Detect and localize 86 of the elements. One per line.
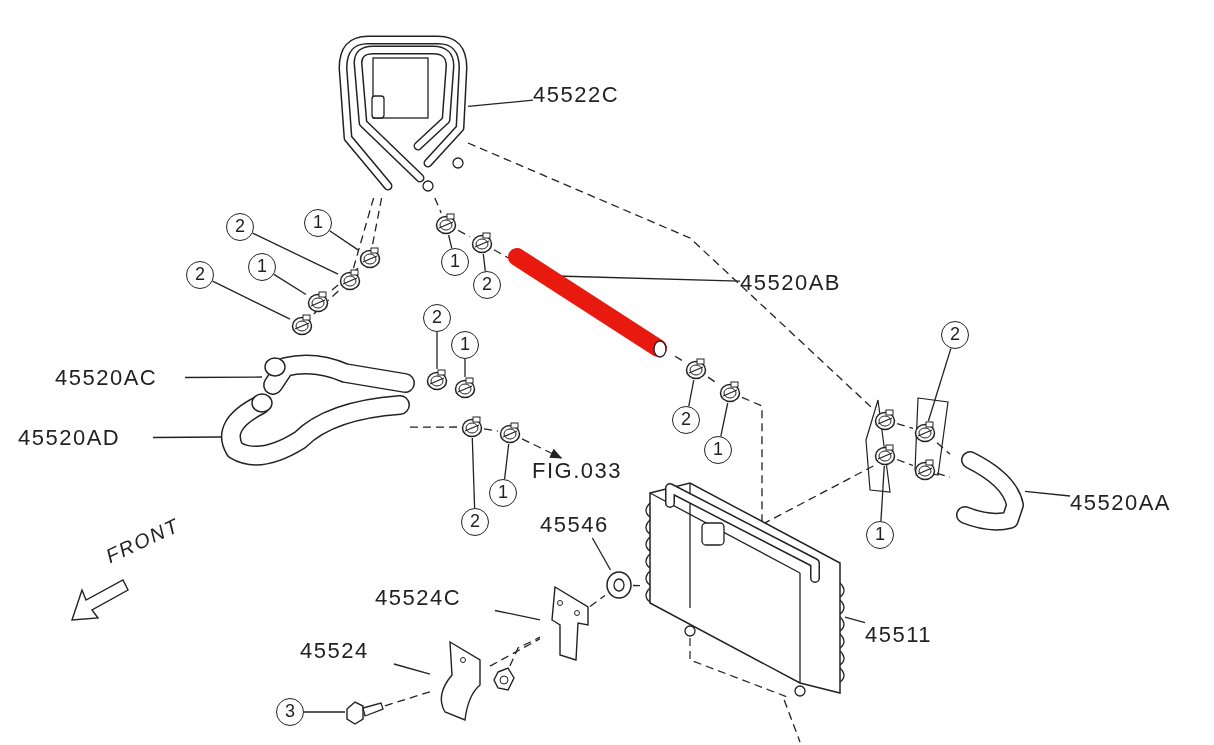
callout-number: 2 (423, 304, 451, 332)
part-number: 45524 (300, 638, 395, 664)
leader-line (436, 331, 438, 370)
part-number: 45520AB (740, 270, 870, 296)
arrow (521, 438, 563, 459)
figure-reference: FIG.033 (532, 458, 644, 484)
callout-number: 2 (226, 213, 254, 241)
hose-clamp-drawing (358, 247, 382, 269)
leader-line (720, 402, 729, 437)
hose-clamp-drawing (453, 377, 477, 399)
hose-clamp-drawing (460, 416, 484, 438)
callout-number: 1 (704, 436, 732, 464)
assembly-line (783, 699, 801, 743)
assembly-line (896, 458, 914, 467)
leader-line (482, 253, 486, 272)
hose-clamp-drawing (338, 269, 362, 291)
hose-clamp-drawing (718, 381, 742, 403)
leader-line (494, 609, 541, 621)
leader-line (503, 443, 510, 480)
leader-line (184, 376, 263, 379)
leader-line (273, 273, 307, 296)
leader-line (328, 230, 359, 251)
leader-line (880, 465, 885, 522)
assembly-line (509, 636, 541, 667)
callout-number: 1 (248, 253, 276, 281)
leader-line (1024, 490, 1071, 497)
leader-line (447, 234, 453, 250)
part-number: 45520AA (1070, 490, 1205, 516)
assembly-line (329, 267, 359, 293)
hose-clamp-drawing (434, 213, 458, 235)
assembly-line (467, 142, 874, 410)
leader-line (471, 437, 476, 509)
part-number: 45520AC (55, 365, 185, 391)
hose-clamp-drawing (913, 459, 937, 481)
assembly-line (352, 197, 375, 270)
leader-line (464, 358, 466, 378)
leader-line (591, 537, 612, 571)
callout-number: 1 (866, 521, 894, 549)
assembly-line (457, 229, 471, 238)
assembly-line (483, 428, 499, 432)
hose-clamp-drawing (873, 409, 897, 431)
leader-line (844, 616, 866, 624)
nut-drawing (492, 666, 516, 692)
hose-clamp-drawing (290, 314, 314, 336)
leader-line (251, 232, 339, 275)
part-number: 45546 (540, 512, 630, 538)
callout-number: 1 (304, 209, 332, 237)
hose-clamp-drawing (913, 421, 937, 443)
callout-number: 3 (276, 698, 304, 726)
assembly-line (434, 197, 442, 214)
leader-line (303, 711, 346, 713)
leader-line (927, 347, 952, 422)
part-number: 45522C (533, 82, 643, 108)
callout-number: 2 (186, 261, 214, 289)
assembly-line (489, 638, 541, 667)
callout-number: 1 (451, 331, 479, 359)
hose-clamp-drawing (306, 291, 330, 313)
leader-line (211, 280, 291, 320)
assembly-line (632, 584, 641, 587)
hose-clamp-drawing (425, 369, 449, 391)
leader-line (467, 99, 534, 108)
leader-line (152, 436, 223, 439)
callout-number: 2 (473, 271, 501, 299)
leader-line (393, 663, 431, 675)
part-number: 45520AD (18, 425, 153, 451)
callout-number: 2 (941, 321, 969, 349)
hose-clamp-drawing (498, 422, 522, 444)
assembly-line (384, 691, 431, 707)
assembly-line (936, 472, 951, 478)
callout-number: 1 (441, 248, 469, 276)
assembly-line (589, 594, 606, 608)
leader-line (688, 379, 695, 407)
callout-number: 2 (461, 508, 489, 536)
part-number: 45524C (375, 585, 495, 611)
hose-clamp-drawing (470, 232, 494, 254)
assembly-line (493, 249, 509, 259)
hose-clamp-drawing (684, 358, 708, 380)
hose-clamp-drawing (873, 444, 897, 466)
callout-number: 2 (672, 406, 700, 434)
washer-drawing (605, 570, 633, 600)
part-number: 45511 (865, 622, 955, 648)
assembly-line (313, 290, 339, 315)
assembly-line (674, 355, 685, 363)
assembly-line (896, 422, 914, 430)
callout-number: 1 (489, 479, 517, 507)
assembly-line (936, 442, 951, 455)
